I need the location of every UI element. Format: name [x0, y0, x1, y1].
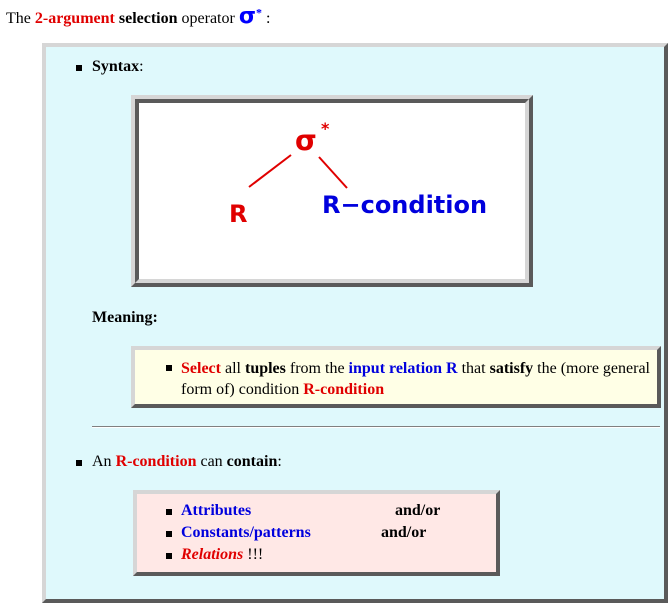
bullet-icon — [76, 460, 82, 466]
tree-right-child: R−condition — [322, 191, 487, 219]
heading-bold-word: selection — [118, 10, 178, 27]
meaning-heading: Meaning: — [92, 309, 158, 326]
andor-label: and/or — [381, 524, 427, 541]
tree-diagram: σ * R R−condition — [229, 119, 487, 228]
andor-label: and/or — [395, 502, 441, 519]
page-heading: The 2-argument selection operator σ* : — [6, 4, 271, 29]
list-item-relations: Relations !!! — [181, 546, 264, 563]
heading-highlight: 2-argument — [34, 10, 115, 27]
syntax-diagram: σ * R R−condition — [131, 95, 533, 287]
bullet-icon — [76, 65, 82, 71]
contain-list-box — [133, 490, 500, 576]
list-item-constants: Constants/patterns — [181, 524, 311, 541]
bullet-icon — [166, 365, 172, 371]
meaning-box — [131, 346, 661, 408]
diagram-inner-frame: σ * R R−condition — [135, 99, 529, 283]
meaning-text: Select all tuples from the input relatio… — [181, 360, 650, 398]
sigma-symbol: σ — [238, 4, 256, 29]
tree-left-child: R — [229, 200, 247, 228]
list-item-attributes: Attributes — [181, 502, 252, 519]
divider — [92, 426, 660, 428]
contain-heading: An R-condition can contain: — [92, 453, 282, 470]
bullet-icon — [166, 531, 172, 537]
tree-root-superscript: * — [321, 119, 330, 138]
tree-edge-left — [248, 154, 292, 188]
syntax-heading: Syntax: — [92, 58, 144, 75]
tree-root-sigma: σ — [295, 124, 317, 157]
sigma-superscript: * — [255, 5, 262, 20]
tree-edge-right — [318, 156, 348, 189]
bullet-icon — [166, 509, 172, 515]
bullet-icon — [166, 553, 172, 559]
